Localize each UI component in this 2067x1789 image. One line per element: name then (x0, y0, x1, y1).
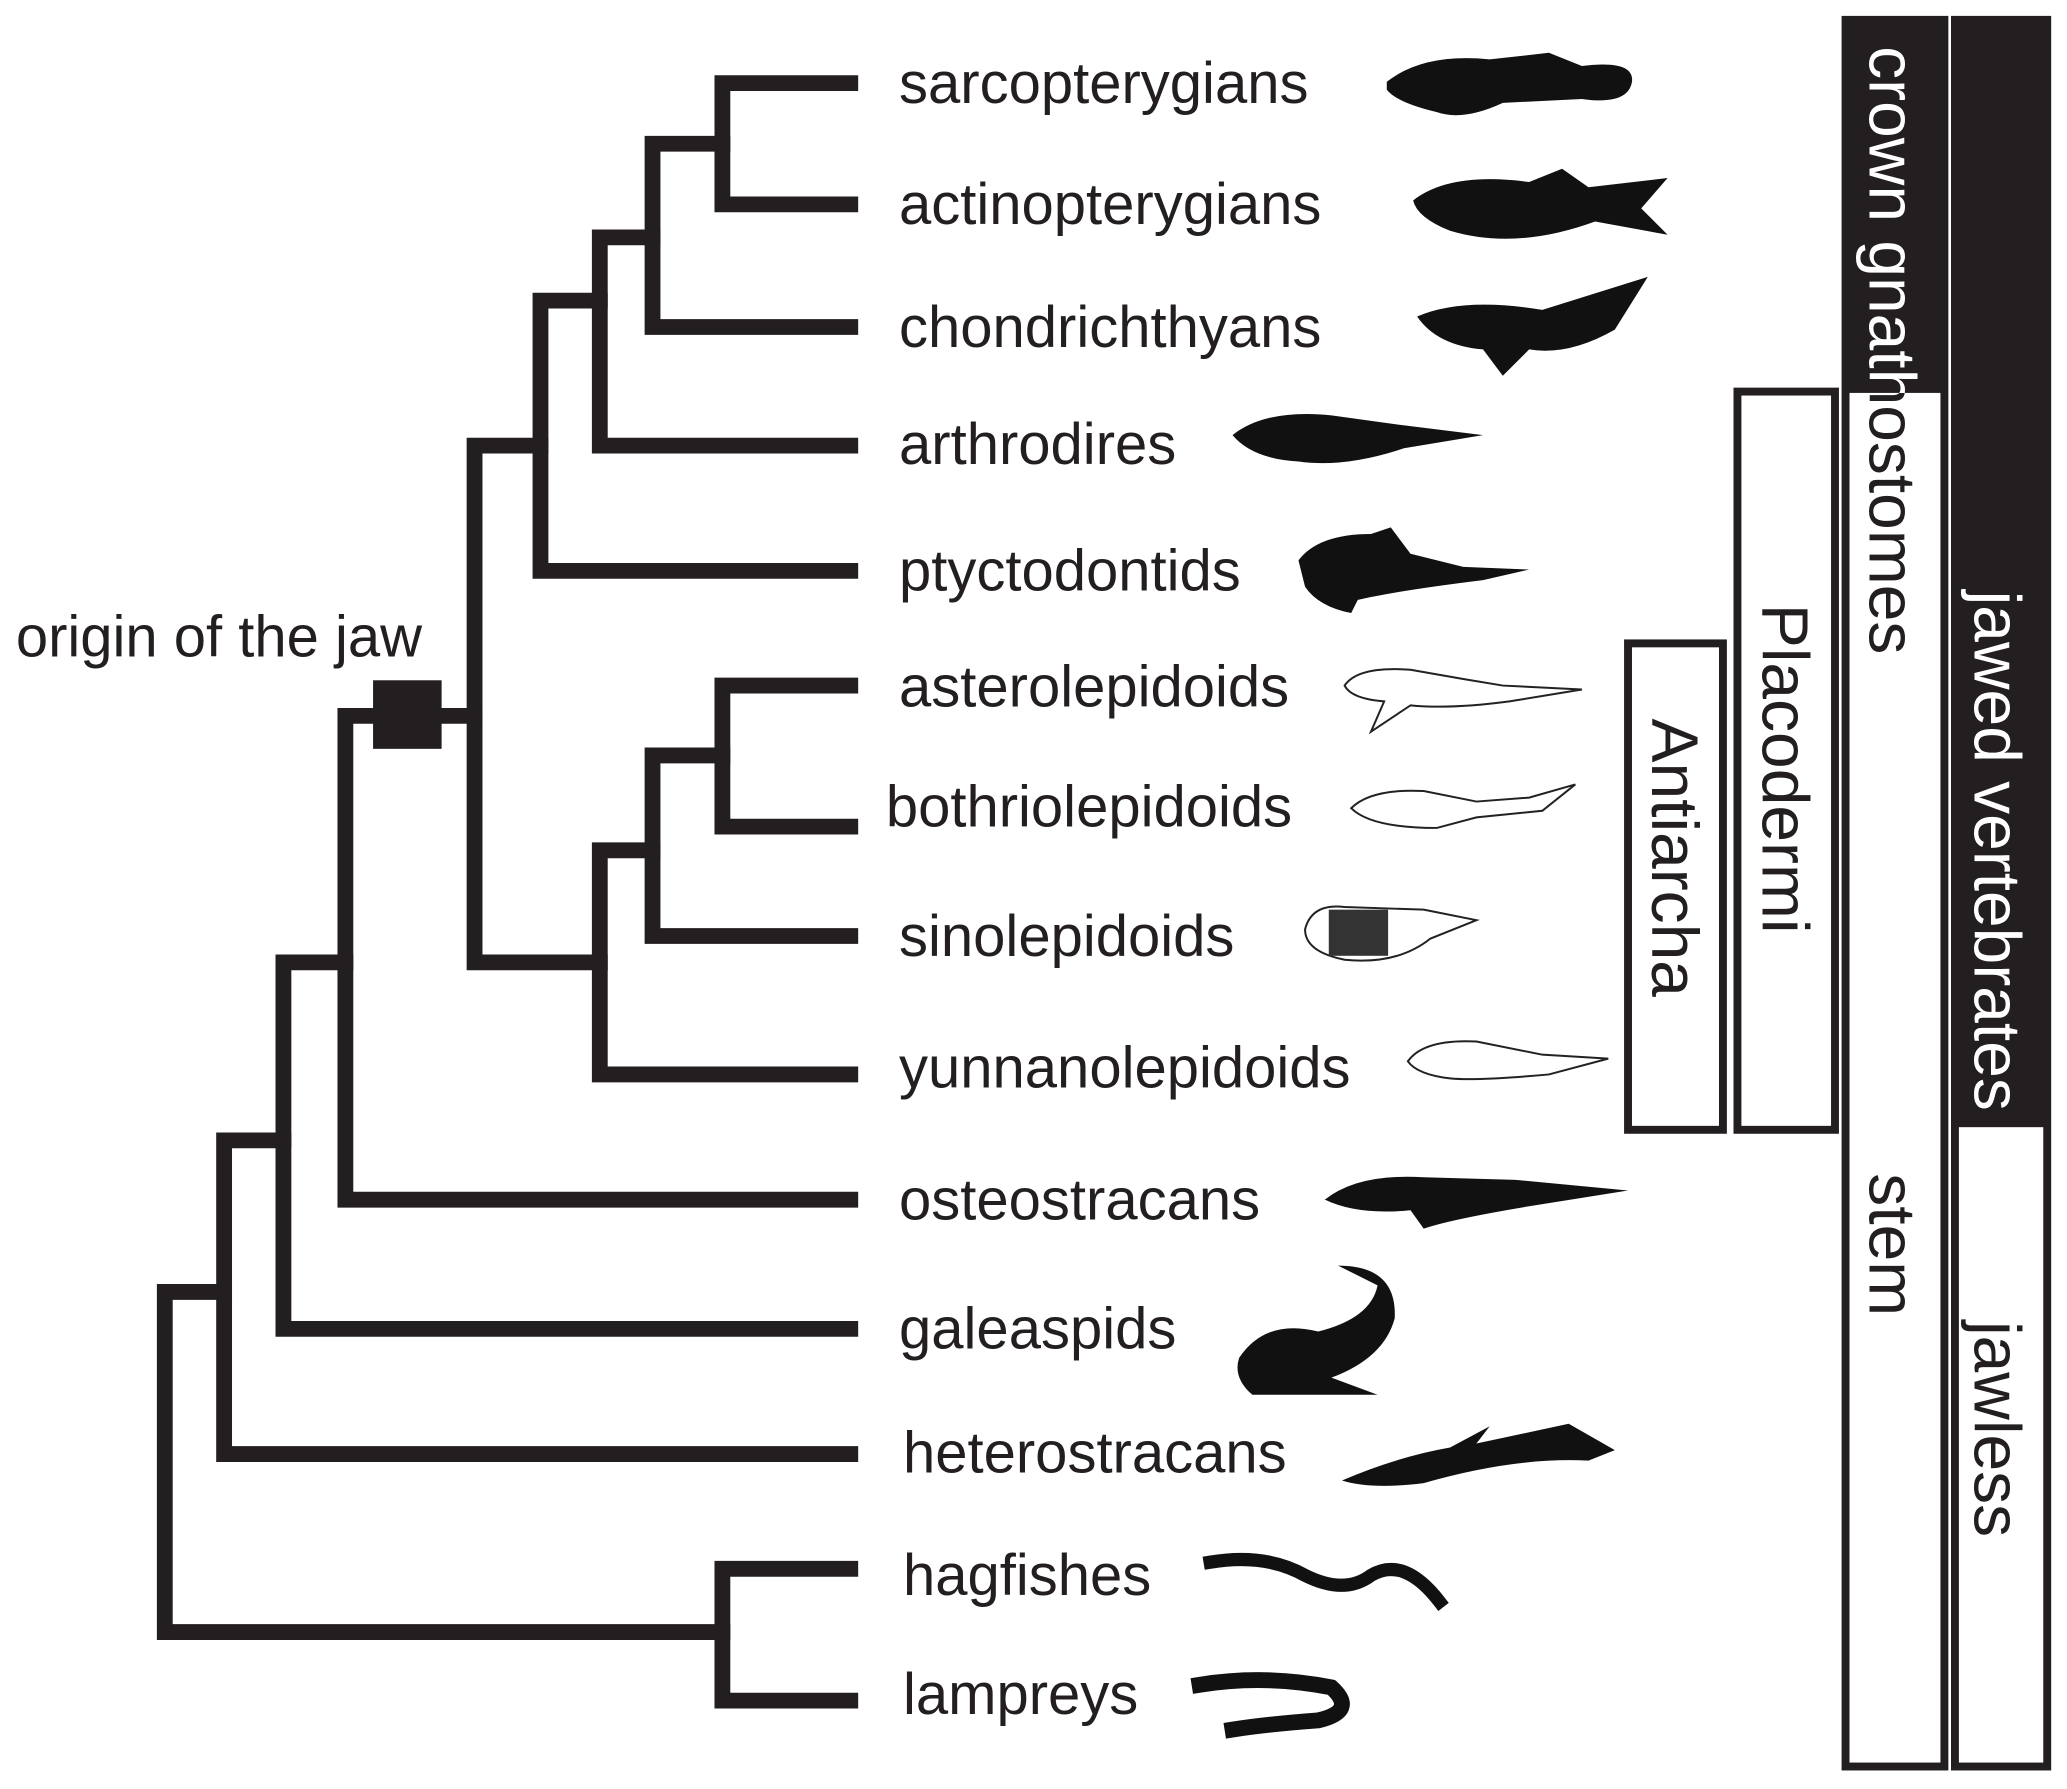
osteostracan-icon (1324, 1176, 1629, 1229)
jawed-vertebrates-bracket: jawed vertebrates jawless (1950, 15, 2052, 1771)
taxon-label: ptyctodontids (899, 539, 1241, 604)
jawless-label: jawless (1961, 1319, 2035, 1537)
taxon-label: sinolepidoids (899, 904, 1234, 969)
antiarcha-bracket: Antiarcha (1624, 639, 1727, 1134)
jaw-origin-label: origin of the jaw (16, 605, 423, 670)
yunnanolepidoid-icon (1406, 1040, 1609, 1081)
actinopterygian-icon (1413, 168, 1668, 239)
taxon-label: arthrodires (899, 412, 1176, 477)
bothriolepidoid-icon (1349, 783, 1576, 829)
taxon-label: lampreys (903, 1662, 1138, 1727)
jawed-vertebrates-label: jawed vertebrates (1961, 589, 2035, 1111)
galeaspid-icon (1237, 1265, 1395, 1395)
taxon-label: heterostracans (903, 1421, 1287, 1486)
jaw-origin-marker (373, 680, 442, 749)
sarcopterygian-icon (1386, 52, 1633, 116)
taxon-labels: sarcopterygians actinopterygians chondri… (886, 51, 1351, 1727)
taxon-label: asterolepidoids (899, 655, 1289, 720)
antiarcha-label: Antiarcha (1638, 719, 1712, 998)
tree-branches (156, 75, 859, 1709)
taxon-label: actinopterygians (899, 172, 1321, 237)
asterolepidoid-icon (1343, 668, 1583, 735)
arthrodire-icon (1232, 414, 1484, 464)
gnathostomes-bracket: crown gnathostomes stem (1841, 15, 1949, 1771)
taxon-label: osteostracans (899, 1167, 1260, 1232)
taxon-label: chondrichthyans (899, 295, 1321, 360)
heterostracan-icon (1341, 1423, 1615, 1486)
crown-gnathostomes-label: crown gnathostomes (1855, 46, 1929, 654)
sinolepidoid-icon (1304, 905, 1480, 962)
fish-silhouettes (1190, 52, 1668, 1739)
hagfish-icon (1202, 1552, 1449, 1611)
taxon-label: sarcopterygians (899, 51, 1308, 116)
lamprey-icon (1190, 1672, 1350, 1739)
placodermi-label: Placodermi (1748, 604, 1822, 934)
chondrichthyan-icon (1417, 276, 1648, 376)
taxon-label: yunnanolepidoids (899, 1036, 1350, 1101)
ptyctodontid-icon (1298, 527, 1530, 614)
placodermi-bracket: Placodermi (1733, 387, 1839, 1134)
taxon-label: galeaspids (899, 1297, 1176, 1362)
taxon-label: hagfishes (903, 1543, 1151, 1608)
stem-label: stem (1855, 1173, 1929, 1316)
taxon-label: bothriolepidoids (886, 775, 1292, 840)
